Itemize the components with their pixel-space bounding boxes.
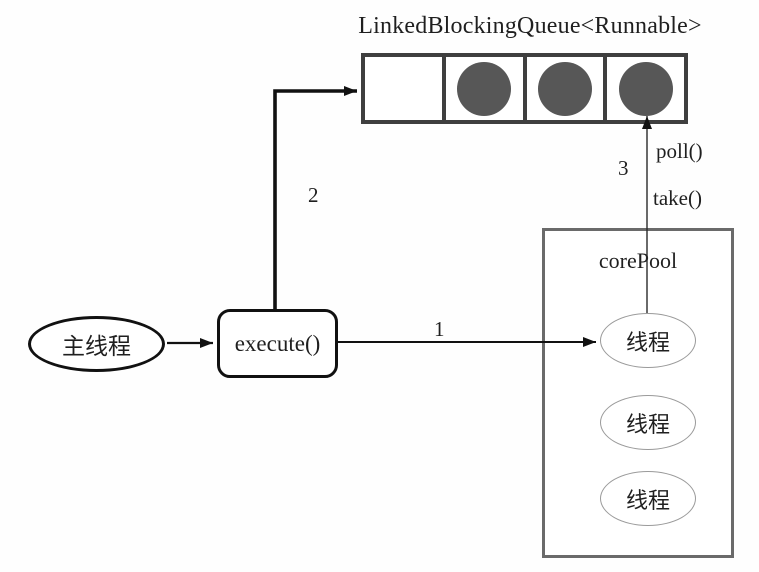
task-circle — [618, 61, 673, 116]
queue-cell — [607, 57, 684, 120]
step3-label: 3 — [618, 156, 629, 180]
task-queue — [361, 53, 688, 124]
execute-box: execute() — [217, 309, 338, 378]
take-label: take() — [653, 186, 702, 210]
task-circle — [457, 61, 512, 116]
thread-ellipse: 线程 — [600, 471, 696, 526]
thread-ellipse: 线程 — [600, 395, 696, 450]
task-circle — [537, 61, 592, 116]
core-pool-box: corePool 线程 线程 线程 — [542, 228, 734, 558]
step1-label: 1 — [434, 317, 445, 341]
queue-title: LinkedBlockingQueue<Runnable> — [358, 13, 702, 39]
queue-cell — [446, 57, 527, 120]
main-thread-ellipse: 主线程 — [28, 316, 165, 372]
poll-label: poll() — [656, 139, 703, 163]
queue-cell — [365, 57, 446, 120]
queue-cell — [527, 57, 608, 120]
thread-ellipse: 线程 — [600, 313, 696, 368]
step2-label: 2 — [308, 183, 319, 207]
core-pool-title: corePool — [598, 248, 678, 273]
